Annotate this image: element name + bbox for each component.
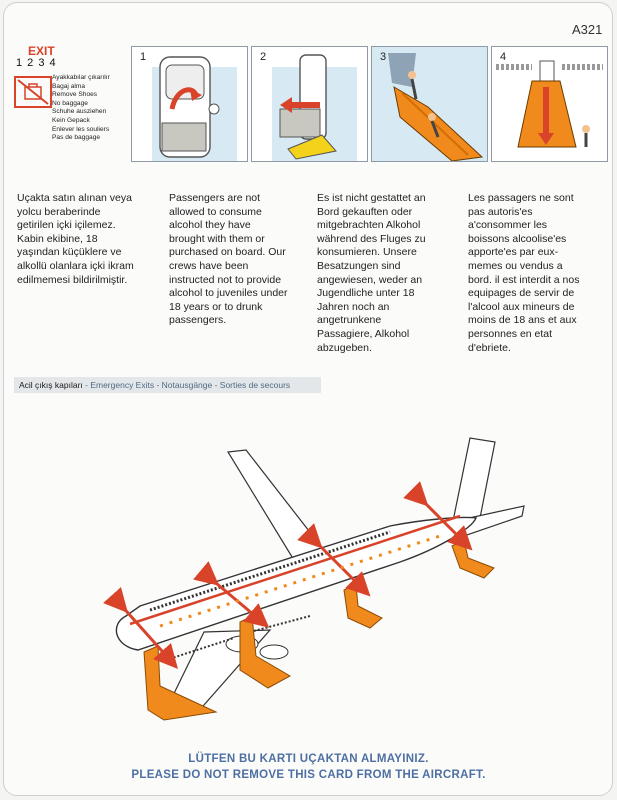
slide-jump-illustration: [372, 47, 487, 162]
exit-item: Remove Shoes: [52, 91, 98, 99]
exit-item: Ayakkabılar çıkarılır: [52, 74, 110, 81]
no-baggage-icon: [14, 76, 52, 108]
exit-item: Bagaj alma: [52, 82, 85, 90]
slide-evacuate-illustration: [496, 60, 603, 148]
exit-item: Schuhe ausziehen: [52, 108, 107, 116]
exit-title: EXIT: [28, 44, 55, 58]
exit-item: No baggage: [52, 99, 88, 107]
step-panel-2: 2: [251, 46, 368, 162]
notice-english: Passengers are not allowed to consume al…: [169, 192, 288, 327]
step-number: 4: [500, 51, 507, 63]
slide: [343, 583, 383, 629]
step-number: 3: [380, 51, 387, 63]
step-number: 2: [260, 51, 267, 63]
aircraft-exits-diagram: [103, 437, 525, 721]
aircraft-model: A321: [572, 22, 603, 37]
footer-turkish: LÜTFEN BU KARTI UÇAKTAN ALMAYINIZ.: [188, 753, 429, 765]
notice-german: Es ist nicht gestattet an Bord gekauften…: [317, 192, 426, 354]
exit-legend: EXIT 1 2 3 4 Ayakkabılar çıkarılır Bagaj…: [14, 44, 124, 154]
exit-item: Kein Gepack: [52, 116, 90, 124]
banner-translations: - Emergency Exits - Notausgänge - Sortie…: [82, 380, 291, 390]
evacuation-arrows: [103, 481, 473, 669]
step-panel-3: 3: [371, 46, 488, 162]
exit-instructions: Ayakkabılar çıkarılır Bagaj alma Remove …: [52, 74, 110, 143]
door-open-illustration: [152, 56, 237, 161]
banner-turkish: Acil çıkış kapıları: [19, 380, 83, 390]
slide: [451, 539, 495, 579]
exit-numbers: 1 2 3 4: [16, 57, 57, 69]
step-panel-1: 1: [131, 46, 248, 162]
exit-item: Pas de baggage: [52, 134, 101, 142]
step-panel-4: 4: [491, 46, 608, 162]
exit-item: Enlever les souliers: [52, 125, 110, 133]
door-push-illustration: [272, 54, 357, 161]
step-number: 1: [140, 51, 147, 63]
emergency-exits-banner: Acil çıkış kapıları - Emergency Exits - …: [14, 377, 321, 393]
notice-french: Les passagers ne sont pas autoris'es a'c…: [468, 192, 580, 354]
footer-english: PLEASE DO NOT REMOVE THIS CARD FROM THE …: [131, 769, 486, 781]
notice-turkish: Uçakta satın alınan veya yolcu beraberin…: [17, 192, 134, 286]
